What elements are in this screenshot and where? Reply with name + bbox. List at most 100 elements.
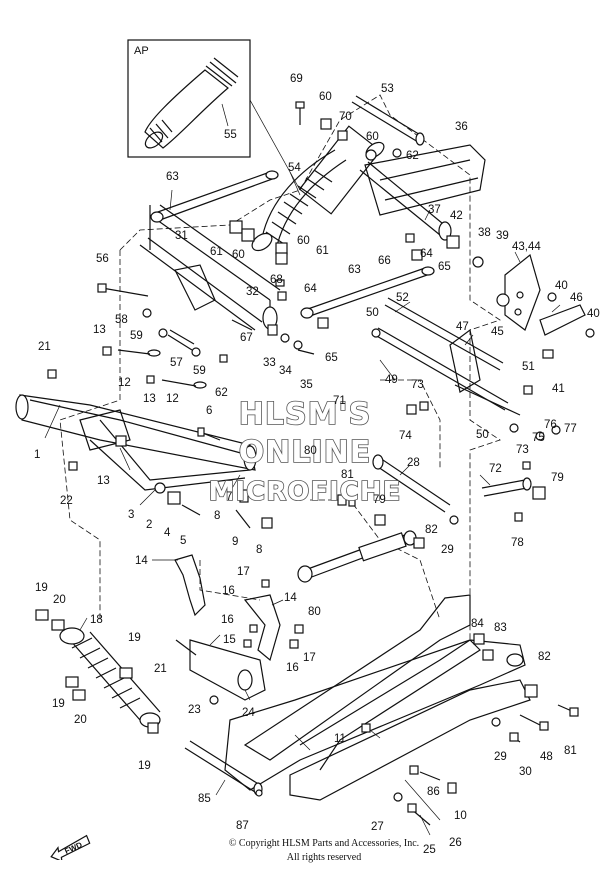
callout-21: 21 [38,341,51,353]
callout-45: 45 [491,326,504,338]
callout-38: 38 [478,227,491,239]
callout-64: 64 [304,283,317,295]
callout-81: 81 [341,469,354,481]
callout-54: 54 [288,162,301,174]
callout-16: 16 [221,614,234,626]
callout-20: 20 [74,714,87,726]
callout-40: 40 [587,308,600,320]
callout-29: 29 [441,544,454,556]
shaft-53 [351,95,425,146]
callout-63: 63 [348,264,361,276]
hardware [35,101,595,826]
slide-rail-right [243,594,481,771]
callout-80: 80 [304,445,317,457]
copyright-line-2: All rights reserved [286,852,362,863]
callout-87: 87 [236,820,249,832]
damper-80 [297,530,417,583]
shaft-85 [184,740,263,796]
callout-2: 2 [146,519,152,531]
callout-65: 65 [325,352,338,364]
inset-ap: AP [127,39,251,158]
callout-83: 83 [494,622,507,634]
callout-6: 6 [206,405,212,417]
callout-13: 13 [97,475,110,487]
callout-25: 25 [423,844,436,856]
callout-85: 85 [198,793,211,805]
callout-62: 62 [406,150,419,162]
callout-16: 16 [286,662,299,674]
callout-73: 73 [516,444,529,456]
callout-76: 76 [544,419,557,431]
callout-52: 52 [396,292,409,304]
callout-16: 16 [222,585,235,597]
callout-77: 77 [564,423,577,435]
callout-60: 60 [319,91,332,103]
boot-part-55 [144,57,239,149]
callout-82: 82 [425,524,438,536]
center-cross-shafts [374,297,521,416]
callout-57: 57 [170,357,183,369]
slide-rail-left [224,639,531,801]
watermark: HLSM'S ONLINE MICROFICHE [208,396,402,508]
callout-19: 19 [128,632,141,644]
callout-74: 74 [399,430,412,442]
callout-53: 53 [381,83,394,95]
callout-22: 22 [60,495,73,507]
callout-17: 17 [303,652,316,664]
rod-63-lower [300,266,435,319]
callout-71: 71 [333,395,346,407]
rear-shock-absorber [251,125,385,252]
fwd-arrow-icon: FWD [50,834,91,860]
callout-70: 70 [339,111,352,123]
callout-31: 31 [175,230,188,242]
watermark-line-3: MICROFICHE [209,477,402,507]
callout-72: 72 [489,463,502,475]
callout-11: 11 [334,733,346,745]
watermark-line-2: ONLINE [239,435,372,470]
leader-lines [44,171,561,836]
callout-84: 84 [471,618,484,630]
rod-63-upper [150,170,279,223]
callout-10: 10 [454,810,467,822]
callout-21: 21 [154,663,167,675]
callout-14: 14 [284,592,297,604]
callout-41: 41 [552,383,565,395]
callout-69: 69 [290,73,303,85]
callout-33: 33 [263,357,276,369]
callout-12: 12 [166,393,179,405]
callout-82: 82 [538,651,551,663]
callout-32: 32 [246,286,259,298]
stopper-strap-14 [174,554,281,662]
pivot-bracket-24 [189,639,266,701]
callout-66: 66 [378,255,391,267]
callout-63: 63 [166,171,179,183]
upper-arm-assembly [139,204,281,331]
callout-73: 73 [411,379,424,391]
callout-81: 81 [564,745,577,757]
callout-36: 36 [455,121,468,133]
callout-59: 59 [130,330,143,342]
shaft-28 [372,454,451,513]
front-arm-1 [15,394,257,491]
shaft-72 [481,477,532,497]
callout-20: 20 [53,594,66,606]
callout-40: 40 [555,280,568,292]
callout-60: 60 [366,131,379,143]
callout-5: 5 [180,535,186,547]
callout-68: 68 [270,274,283,286]
callout-56: 56 [96,253,109,265]
callout-42: 42 [450,210,463,222]
callout-86: 86 [427,786,440,798]
callout-12: 12 [118,377,131,389]
callout-62: 62 [215,387,228,399]
callout-64: 64 [420,248,433,260]
callout-30: 30 [519,766,532,778]
callout-23: 23 [188,704,201,716]
callout-65: 65 [438,261,451,273]
callout-19: 19 [52,698,65,710]
callout-79: 79 [373,494,386,506]
callout-80: 80 [308,606,321,618]
callout-48: 48 [540,751,553,763]
callout-47: 47 [456,321,469,333]
